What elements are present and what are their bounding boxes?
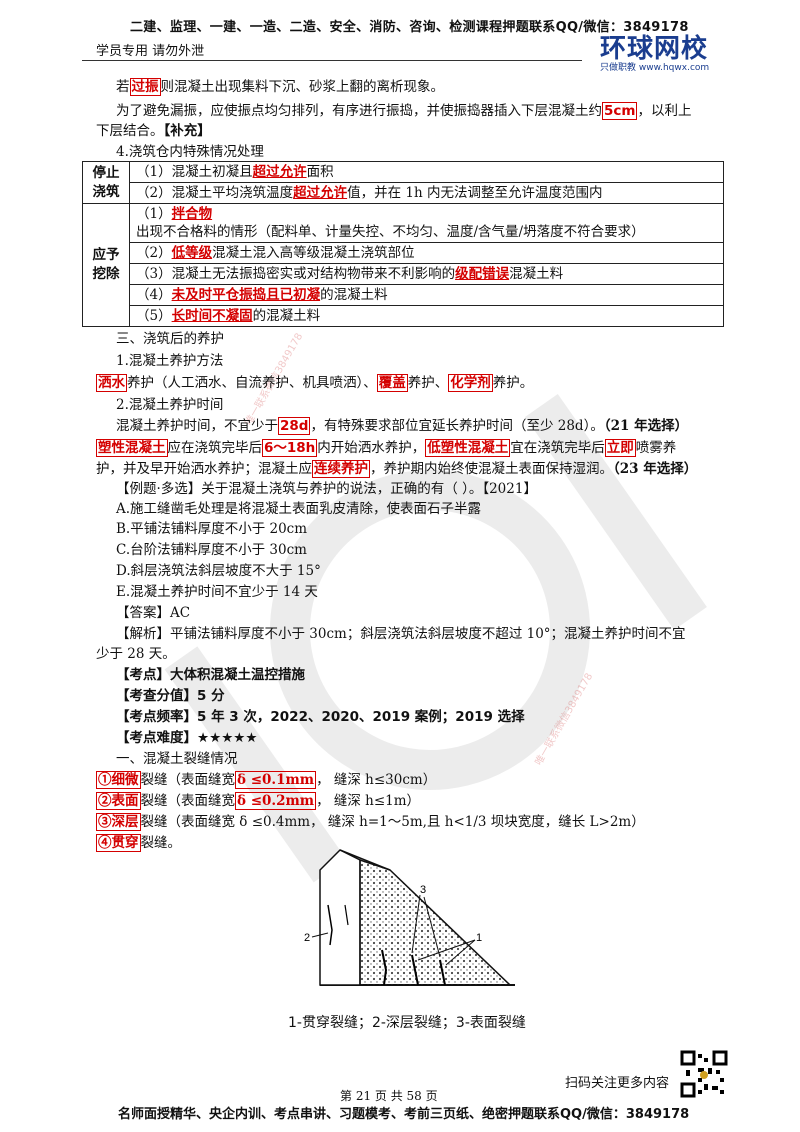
score-line: 【考查分值】5 分 (116, 688, 225, 704)
table-row: （2）低等级混凝土混入高等级混凝土浇筑部位 (83, 242, 724, 264)
table-cell: （1）拌合物出现不合格料的情形（配料单、计量失控、不均匀、温度/含气量/坍落度不… (129, 203, 724, 243)
paragraph-vibration-cont: 下层结合。【补充】 (96, 123, 211, 139)
answer: 【答案】AC (116, 605, 191, 621)
top-banner: 二建、监理、一建、一造、二造、安全、消防、咨询、检测课程押题联系QQ/微信：38… (130, 20, 689, 35)
table-cell: （2）低等级混凝土混入高等级混凝土浇筑部位 (129, 242, 724, 264)
difficulty-line: 【考点难度】★★★★★ (116, 730, 258, 746)
remove-label: 应予挖除 (82, 203, 130, 327)
table-cell: （4）未及时平仓振捣且已初凝的混凝土料 (129, 284, 724, 306)
table-row: 应予挖除 （1）拌合物出现不合格料的情形（配料单、计量失控、不均匀、温度/含气量… (82, 203, 724, 327)
option-c: C.台阶法铺料厚度不小于 30cm (116, 542, 307, 558)
section-heading: 一、混凝土裂缝情况 (116, 751, 238, 767)
topic-line: 【考点】大体积混凝土温控措施 (116, 667, 305, 683)
header-rule (82, 60, 582, 61)
crack-deep: ③深层裂缝（表面缝宽 δ ≤0.4mm， 缝深 h=1～5m,且 h<1/3 坝… (96, 813, 645, 831)
table-row: 停止浇筑 （1）混凝土初凝且超过允许面积 (82, 161, 724, 204)
table-cell: （2）混凝土平均浇筑温度超过允许值，并在 1h 内无法调整至允许温度范围内 (129, 182, 724, 204)
table-row: （5）长时间不凝固的混凝土料 (83, 305, 724, 327)
paragraph-overvibration: 若过振则混凝土出现集料下沉、砂浆上翻的离析现象。 (116, 78, 444, 96)
question-stem: 【例题·多选】关于混凝土浇筑与养护的说法，正确的有（ ）。【2021】 (116, 481, 537, 497)
option-e: E.混凝土养护时间不宜少于 14 天 (116, 584, 318, 600)
subheading: 2.混凝土养护时间 (116, 397, 224, 413)
frequency-line: 【考点频率】5 年 3 次，2022、2020、2019 案例；2019 选择 (116, 709, 525, 725)
analysis-cont: 少于 28 天。 (96, 646, 176, 662)
table-cell: （3）混凝土无法振捣密实或对结构物带来不利影响的级配错误混凝土料 (129, 263, 724, 285)
analysis: 【解析】平铺法铺料厚度不小于 30cm；斜层浇筑法斜层坡度不超过 10°；混凝土… (116, 626, 686, 642)
dam-crack-figure: 3 1 2 (300, 845, 530, 1005)
section-heading: 三、浇筑后的养护 (116, 331, 224, 347)
option-b: B.平铺法铺料厚度不小于 20cm (116, 521, 308, 537)
option-a: A.施工缝凿毛处理是将混凝土表面乳皮清除，使表面石子半露 (116, 501, 482, 517)
crack-through: ④贯穿裂缝。 (96, 834, 181, 852)
header-note: 学员专用 请勿外泄 (96, 44, 205, 59)
watermark-logo (150, 350, 710, 910)
curing-methods: 洒水养护（人工洒水、自流养护、机具喷洒）、覆盖养护、化学剂养护。 (96, 374, 534, 392)
table-row: （2）混凝土平均浇筑温度超过允许值，并在 1h 内无法调整至允许温度范围内 (83, 182, 724, 204)
figure-label-1: 1 (476, 932, 482, 944)
figure-label-2: 2 (304, 932, 310, 944)
option-d: D.斜层浇筑法斜层坡度不大于 15° (116, 563, 321, 579)
qr-caption: 扫码关注更多内容 (565, 1076, 670, 1091)
table-cell: （1）混凝土初凝且超过允许面积 (129, 161, 724, 183)
table-cell: （5）长时间不凝固的混凝土料 (129, 305, 724, 327)
table-row: （4）未及时平仓振捣且已初凝的混凝土料 (83, 284, 724, 306)
figure-caption: 1-贯穿裂缝；2-深层裂缝；3-表面裂缝 (288, 1015, 526, 1031)
special-situation-table: 停止浇筑 （1）混凝土初凝且超过允许面积 （2）混凝土平均浇筑温度超过允许值，并… (82, 161, 724, 327)
qr-code (680, 1050, 728, 1098)
section-heading: 4.浇筑仓内特殊情况处理 (116, 144, 264, 160)
logo: 环球网校 (600, 34, 709, 64)
page-number: 第 21 页 共 58 页 (340, 1089, 438, 1103)
figure-label-3: 3 (420, 884, 426, 896)
curing-time-3: 护，并及早开始洒水养护；混凝土应连续养护，养护期内始终使混凝土表面保持湿润。（2… (96, 460, 698, 478)
subheading: 1.混凝土养护方法 (116, 353, 224, 369)
stop-pouring-label: 停止浇筑 (82, 161, 130, 204)
table-row: （3）混凝土无法振捣密实或对结构物带来不利影响的级配错误混凝土料 (83, 263, 724, 285)
bottom-banner: 名师面授精华、央企内训、考点串讲、习题模考、考前三页纸、绝密押题联系QQ/微信：… (118, 1107, 690, 1122)
logo-subtitle: 只做职教 www.hqwx.com (600, 63, 710, 73)
